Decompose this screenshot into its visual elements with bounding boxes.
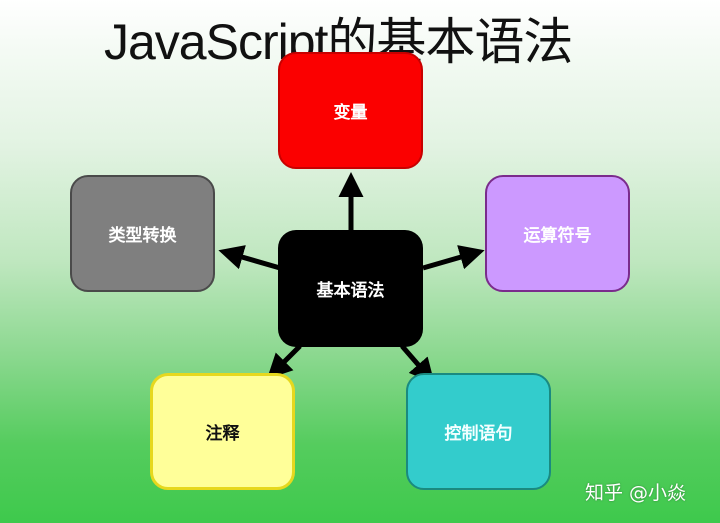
node-operators: 运算符号 [485, 175, 630, 292]
node-label: 变量 [333, 103, 368, 123]
node-center: 基本语法 [278, 230, 423, 347]
node-label: 注释 [205, 424, 240, 444]
node-control-statements: 控制语句 [406, 373, 551, 490]
node-label: 运算符号 [523, 226, 592, 246]
arrow-to-control-statements [400, 344, 435, 384]
node-comments: 注释 [150, 373, 295, 490]
node-label: 控制语句 [444, 424, 513, 444]
arrow-to-type-conversion [218, 245, 281, 271]
arrow-to-operators [422, 245, 485, 271]
node-type-conversion: 类型转换 [70, 175, 215, 292]
node-label: 类型转换 [108, 226, 177, 246]
node-label: 基本语法 [316, 281, 385, 301]
node-variables: 变量 [278, 52, 423, 169]
watermark: 知乎 @小焱 [585, 482, 687, 504]
arrow-to-comments [266, 344, 302, 380]
